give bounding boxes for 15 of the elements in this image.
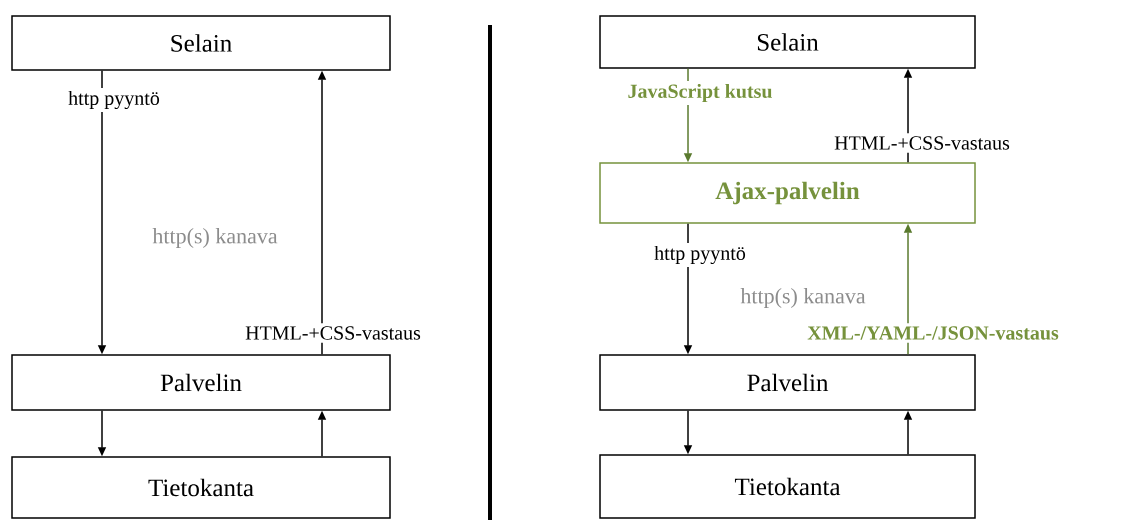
edge-label: HTML-+CSS-vastaus	[242, 323, 424, 343]
edge-label: HTML-+CSS-vastaus	[831, 133, 1013, 153]
edge-label: http pyyntö	[651, 242, 749, 268]
channel-label: http(s) kanava	[152, 228, 278, 248]
process-box: Ajax-palvelin	[599, 162, 976, 224]
edge-label: JavaScript kutsu	[624, 80, 776, 106]
edge-label: XML-/YAML-/JSON-vastaus	[804, 323, 1062, 343]
process-box: Selain	[11, 15, 391, 71]
process-box: Tietokanta	[599, 454, 976, 519]
process-box: Selain	[599, 15, 976, 69]
process-box: Palvelin	[599, 354, 976, 411]
process-box: Tietokanta	[11, 456, 391, 519]
process-box: Palvelin	[11, 354, 391, 411]
edge-label: http pyyntö	[65, 87, 163, 113]
channel-label: http(s) kanava	[740, 288, 866, 308]
